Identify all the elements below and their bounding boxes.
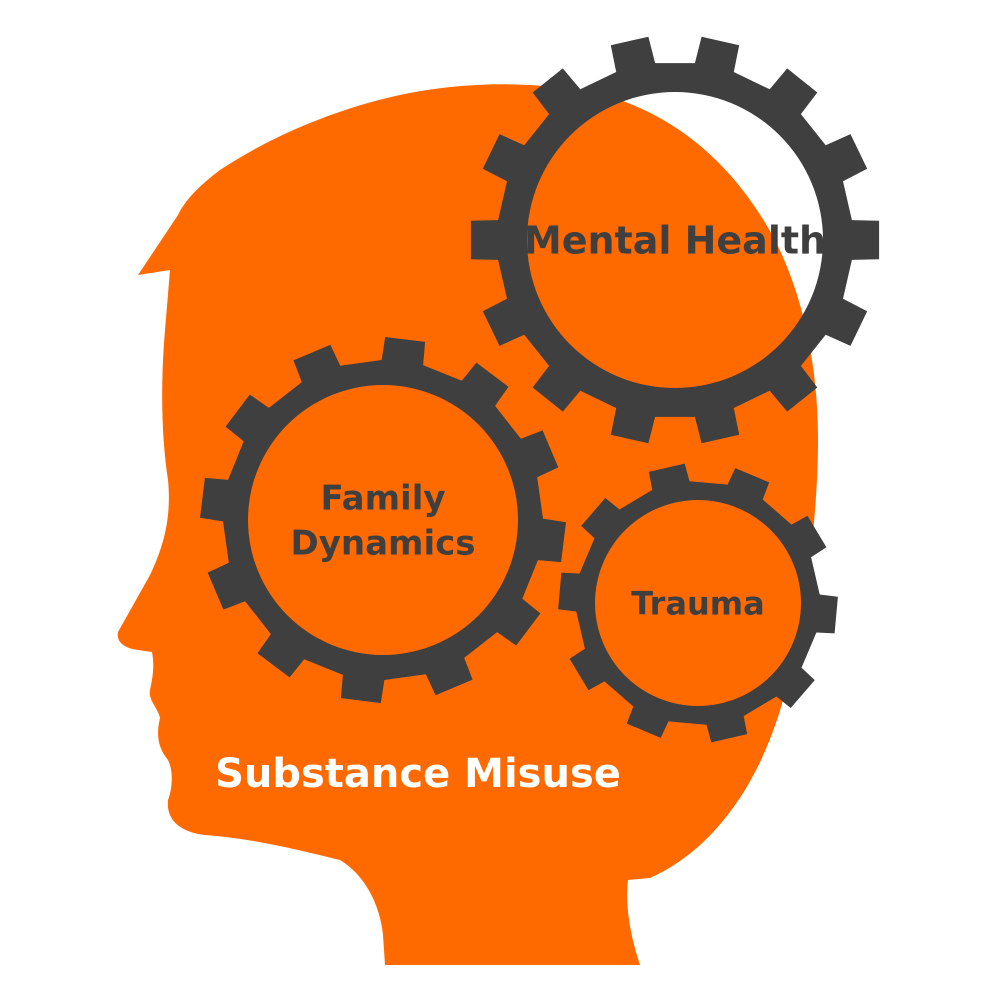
gear-label-trauma: Trauma [631, 585, 764, 623]
gear-label-family-dynamics-line-2: Dynamics [290, 524, 475, 564]
gear-label-family-dynamics-line-1: Family [320, 479, 445, 519]
gear-label-mental-health: Mental Health [524, 219, 826, 263]
head-silhouette [117, 84, 819, 966]
main-label: Substance Misuse [215, 751, 621, 797]
